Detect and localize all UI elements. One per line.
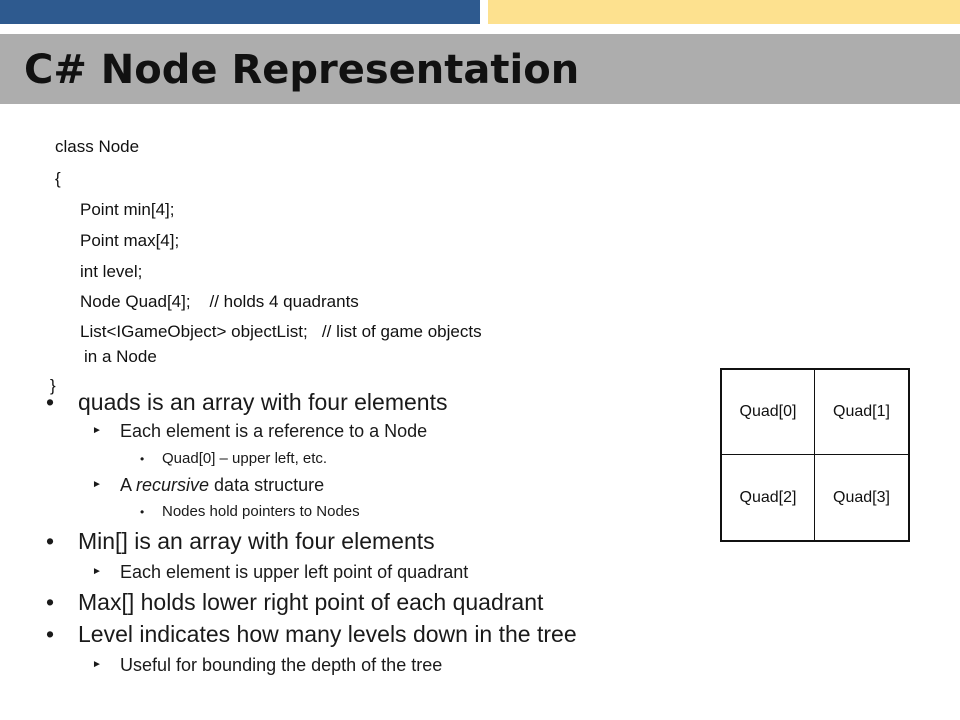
bullet-text: quads is an array with four elements (78, 389, 448, 415)
header-bar-yellow (488, 0, 960, 24)
code-line: Point min[4]; (80, 200, 175, 219)
bullet-text: A recursive data structure (120, 473, 324, 497)
slide-title: C# Node Representation (24, 47, 580, 93)
bullet-dot: • (46, 389, 55, 415)
bullet-dot: • (46, 528, 55, 554)
bullet-text: Level indicates how many levels down in … (78, 621, 577, 647)
emphasis-text: recursive (136, 475, 210, 495)
arrow-bullet-icon: ► (92, 425, 102, 436)
bullet-text: Nodes hold pointers to Nodes (162, 503, 360, 520)
code-line: List<IGameObject> objectList; // list of… (80, 322, 482, 341)
bullet-dot: • (140, 505, 145, 519)
code-line: Point max[4]; (80, 231, 180, 250)
quad-cell-2: Quad[2] (722, 455, 815, 540)
code-line: Node Quad[4]; // holds 4 quadrants (80, 292, 359, 311)
quad-cell-3: Quad[3] (833, 488, 890, 506)
bullet-text: Each element is upper left point of quad… (120, 562, 469, 582)
arrow-bullet-icon: ► (92, 659, 102, 670)
quad-cell-1: Quad[1] (815, 370, 908, 455)
bullet-text: Max[] holds lower right point of each qu… (78, 589, 544, 615)
bullet-text: Quad[0] – upper left, etc. (162, 450, 328, 467)
text-segment: data structure (209, 475, 325, 495)
bullet-dot: • (46, 621, 55, 647)
arrow-bullet-icon: ► (92, 566, 102, 577)
header-bar-blue (0, 0, 480, 24)
bullet-text: Useful for bounding the depth of the tre… (120, 655, 443, 675)
bullet-dot: • (46, 589, 55, 615)
quad-grid-diagram: Quad[0] Quad[1] Quad[2] Quad[3] (720, 368, 910, 542)
code-line: int level; (80, 262, 143, 281)
code-line: } (50, 376, 56, 395)
quad-cell-0: Quad[0] (722, 370, 815, 455)
arrow-bullet-icon: ► (92, 479, 102, 490)
text-segment: A (120, 475, 137, 495)
code-line: in a Node (84, 347, 157, 366)
title-band (0, 34, 960, 104)
bullet-text: Min[] is an array with four elements (78, 528, 435, 554)
bullet-text: Each element is a reference to a Node (120, 421, 428, 441)
code-line: { (55, 169, 61, 188)
code-line: class Node (55, 137, 140, 156)
bullet-dot: • (140, 452, 145, 466)
